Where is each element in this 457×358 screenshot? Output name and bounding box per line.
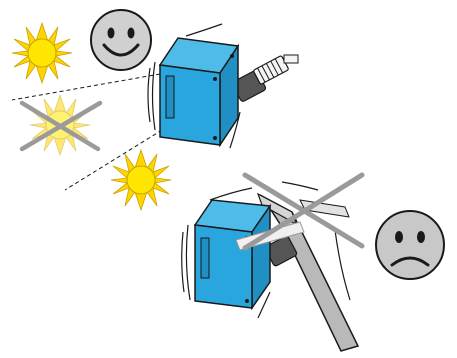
field-of-view-lines: [11, 73, 163, 191]
sensor-connector: [231, 54, 299, 102]
cross-out-icon: [19, 100, 103, 152]
smiley-happy-icon: [90, 9, 152, 71]
cross-out-icon: [242, 172, 365, 251]
smiley-sad-icon: [375, 210, 445, 280]
crossed-sun: [19, 94, 103, 156]
sun-icon: [110, 149, 172, 211]
photoelectric-sensor-icon: [181, 181, 360, 352]
sun-icon: [11, 22, 73, 84]
photoelectric-sensor-icon: [147, 23, 299, 149]
